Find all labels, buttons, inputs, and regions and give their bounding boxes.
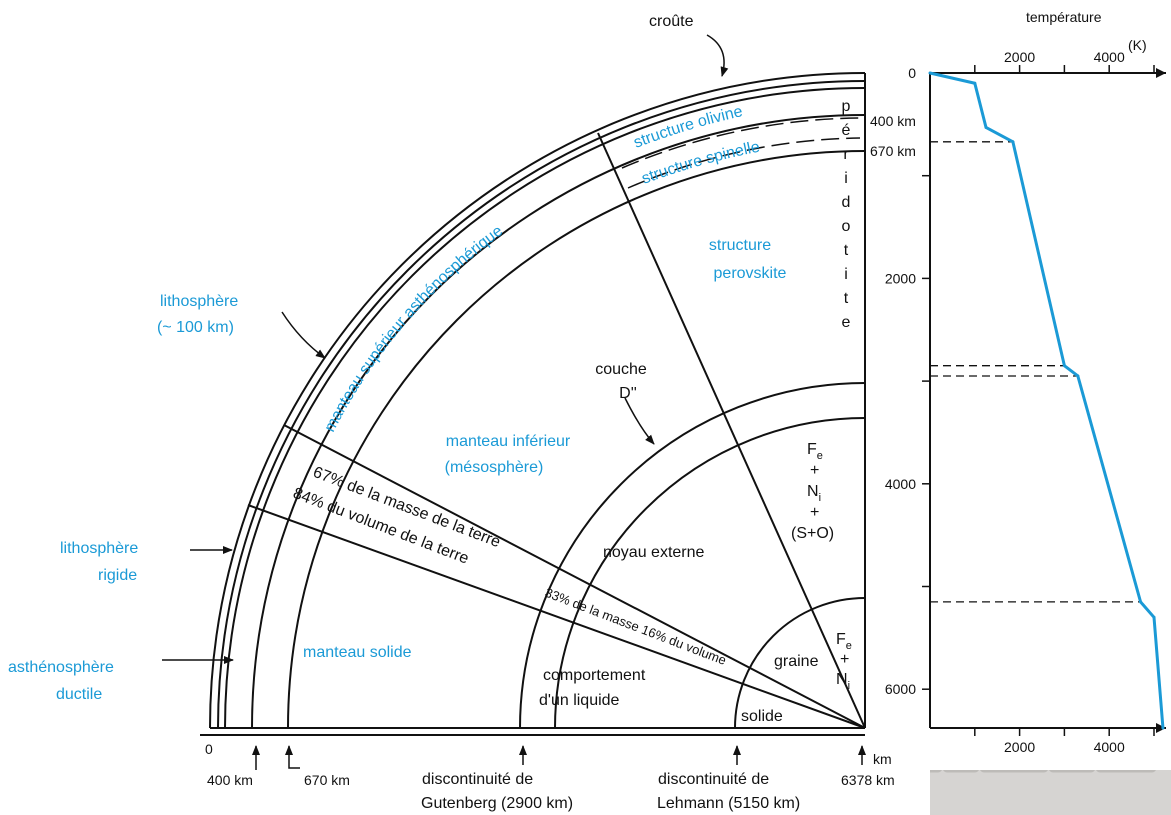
mass-band-line-lower <box>247 504 866 729</box>
svg-text:(S+O): (S+O) <box>791 525 834 542</box>
axis-label-lehmann-1: discontinuité de <box>658 771 769 788</box>
temp-x-tick-label-bottom: 4000 <box>1094 739 1125 755</box>
transition-zone-dashes <box>621 117 861 189</box>
svg-text:+: + <box>840 651 849 668</box>
temp-depth-670: 670 km <box>870 143 916 159</box>
croute-arrow <box>706 34 729 77</box>
frame-lines <box>200 73 866 736</box>
axis-label-gutenberg-1: discontinuité de <box>422 771 533 788</box>
label-comportement-1: comportement <box>543 667 646 684</box>
temperature-curve-segment <box>1076 374 1143 604</box>
temperature-curve-segment <box>984 125 1015 144</box>
temp-y-tick-label: 4000 <box>885 476 916 492</box>
lithosphere-arc <box>224 87 866 729</box>
temp-x-tick-label-bottom: 2000 <box>1004 739 1035 755</box>
lehmann-arc <box>734 597 866 729</box>
temperature-curve-segment <box>973 81 988 129</box>
label-noyau-externe: noyau externe <box>603 544 705 561</box>
svg-text:Fe: Fe <box>836 631 852 652</box>
mass-band-line-upper <box>283 424 866 729</box>
axis-label-400km: 400 km <box>207 772 253 788</box>
label-asthenosphere-1: asthénosphère <box>8 659 114 676</box>
temp-y-tick-label: 6000 <box>885 681 916 697</box>
crust-inner-arc <box>217 80 866 729</box>
label-asthenosphere-2: ductile <box>56 686 102 703</box>
label-manteau-inferieur-2: (mésosphère) <box>445 459 544 476</box>
temp-x-tick-label-top: 4000 <box>1094 49 1125 65</box>
axis-label-670km: 670 km <box>304 772 350 788</box>
radial-line-1 <box>597 132 866 729</box>
temp-depth-400: 400 km <box>870 113 916 129</box>
temperature-curve-segment <box>1062 364 1080 378</box>
temp-chart-unit: (K) <box>1128 37 1147 53</box>
tick-arrow-670 <box>285 745 300 769</box>
label-croute: croûte <box>649 13 694 30</box>
label-lithosphere-rigide-1: lithosphère <box>60 540 138 557</box>
axis-label-gutenberg-2: Gutenberg (2900 km) <box>421 795 573 812</box>
label-masse-noyau: 33% de la masse 16% du volume <box>543 585 729 668</box>
temperature-curve-segment <box>1139 600 1156 619</box>
label-structure-perovskite-1: structure <box>709 237 771 254</box>
svg-text:+: + <box>810 462 819 479</box>
temperature-curve-segment <box>1011 140 1066 368</box>
couche-arrow <box>624 397 655 445</box>
temp-y-tick-label: 0 <box>908 65 916 81</box>
diagram-panel <box>0 0 930 815</box>
label-comportement-2: d'un liquide <box>539 692 620 709</box>
axis-label-0: 0 <box>205 741 213 757</box>
svg-text:+: + <box>810 504 819 521</box>
temp-chart-plot: 2000 2000 4000 4000 0 2000 4000 6000 <box>885 49 1166 755</box>
temp-bottom-arrowhead <box>1156 723 1166 733</box>
label-lithosphere-rigide-2: rigide <box>98 567 137 584</box>
crust-outer-arc <box>209 72 866 729</box>
temperature-chart: température (K) km 400 km 670 km 2000200… <box>870 9 1166 767</box>
temperature-curve-segment <box>928 71 977 85</box>
temp-chart-title: température <box>1026 9 1102 25</box>
temp-top-arrowhead <box>1156 68 1166 78</box>
chart-panel <box>915 0 1171 770</box>
layer-arcs <box>209 72 866 729</box>
label-manteau-solide: manteau solide <box>303 644 412 661</box>
label-structure-perovskite-2: perovskite <box>714 265 787 282</box>
temp-x-tick-label-top: 2000 <box>1004 49 1035 65</box>
composition-outer-core: Fe + Ni + (S+O) <box>791 441 834 542</box>
gutenberg-arc-outer <box>519 382 866 729</box>
axis-label-6378km: 6378 km <box>841 772 895 788</box>
label-lithosphere-km: (~ 100 km) <box>157 319 234 336</box>
temperature-curve-segment <box>1152 615 1165 730</box>
temp-y-tick-label: 2000 <box>885 270 916 286</box>
svg-text:Fe: Fe <box>807 441 823 462</box>
temp-chart-y-unit: km <box>873 751 892 767</box>
gutenberg-arc-inner <box>554 417 866 729</box>
label-couche-1: couche <box>595 361 647 378</box>
label-lithosphere: lithosphère <box>160 293 238 310</box>
axis-label-lehmann-2: Lehmann (5150 km) <box>657 795 800 812</box>
annotation-arrows <box>162 34 866 770</box>
label-solide: solide <box>741 708 783 725</box>
asthenosphere-arc-400 <box>251 114 866 729</box>
lithosphere-arrow <box>281 311 326 359</box>
svg-text:Ni: Ni <box>807 483 821 504</box>
label-manteau-inferieur-1: manteau inférieur <box>446 433 571 450</box>
svg-text:Ni: Ni <box>836 671 850 692</box>
composition-inner-core: Fe + Ni <box>836 631 852 692</box>
label-graine: graine <box>774 653 819 670</box>
mantle-arc-670 <box>287 150 866 729</box>
label-couche-2: D'' <box>619 385 637 402</box>
